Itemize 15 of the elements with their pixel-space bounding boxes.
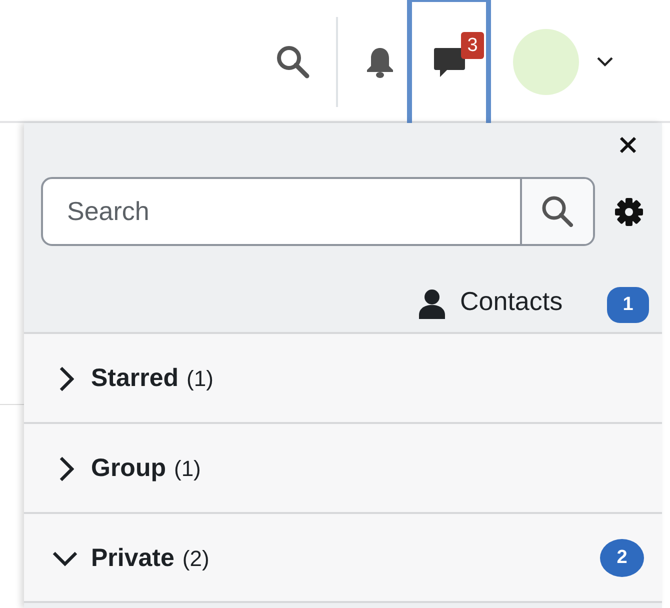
item-count: (1)	[186, 366, 214, 392]
contacts-link: Contacts	[460, 286, 563, 317]
section-title: Private	[91, 544, 174, 573]
section-title: Starred	[91, 364, 179, 393]
section-row	[24, 512, 662, 603]
item-count: (1)	[174, 456, 201, 482]
placeholder-text: Search	[67, 195, 150, 228]
section-row	[24, 422, 662, 513]
count-badge: 1	[607, 287, 649, 323]
notification-badge: 3	[461, 32, 484, 59]
section-title: Group	[91, 454, 166, 483]
count-badge: 2	[600, 539, 644, 577]
search-field	[41, 177, 595, 246]
item-count: (2)	[182, 546, 210, 572]
section-row	[24, 332, 662, 423]
